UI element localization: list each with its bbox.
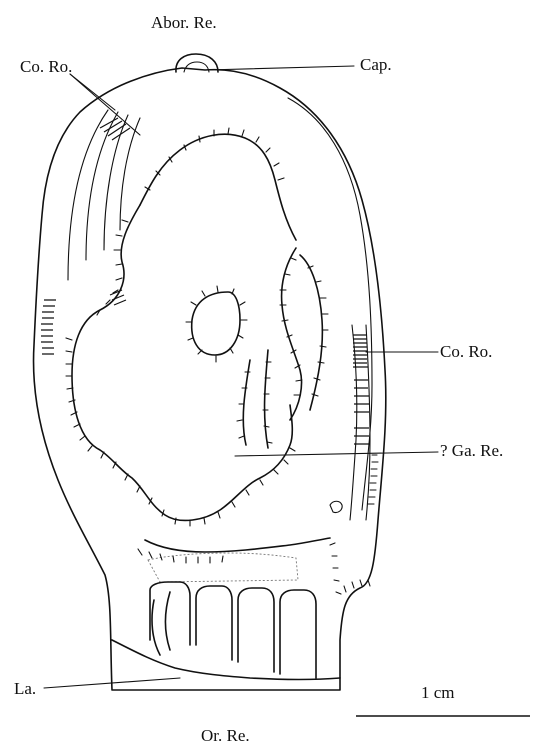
right-inner-lobe — [300, 255, 322, 410]
right-costal-band — [353, 335, 369, 444]
costal-row-1 — [68, 110, 108, 280]
label-costal-rows-right: Co. Ro. — [440, 343, 492, 360]
label-aboral-region: Abor. Re. — [151, 14, 217, 31]
left-stripe — [41, 300, 56, 354]
scale-bar-label: 1 cm — [421, 684, 455, 701]
branch-1 — [243, 360, 250, 445]
lappet-ticks — [138, 543, 370, 594]
leader-cap — [207, 66, 354, 70]
label-costal-rows-upper: Co. Ro. — [20, 58, 72, 75]
lappets — [112, 582, 340, 680]
inner-outline-right — [288, 98, 372, 510]
gastric-cavity — [72, 205, 292, 520]
label-oral-region: Or. Re. — [201, 727, 250, 744]
upper-loop — [192, 292, 240, 355]
branch-2 — [265, 350, 268, 448]
costal-row-3 — [104, 115, 128, 250]
cavity-ticks — [66, 128, 328, 526]
upper-inner-cavity — [140, 134, 296, 240]
small-mark — [330, 501, 342, 512]
lower-body-edge — [145, 538, 330, 552]
costal-row-2 — [86, 112, 118, 260]
leader-gastric — [235, 452, 438, 456]
leader-lines — [44, 66, 438, 688]
body-outline — [34, 68, 386, 690]
label-gastric-region: ? Ga. Re. — [440, 442, 503, 459]
right-costal-outline — [350, 325, 370, 520]
label-lappets: La. — [14, 680, 36, 697]
costal-row-4 — [120, 118, 140, 230]
label-capitulum: Cap. — [360, 56, 392, 73]
